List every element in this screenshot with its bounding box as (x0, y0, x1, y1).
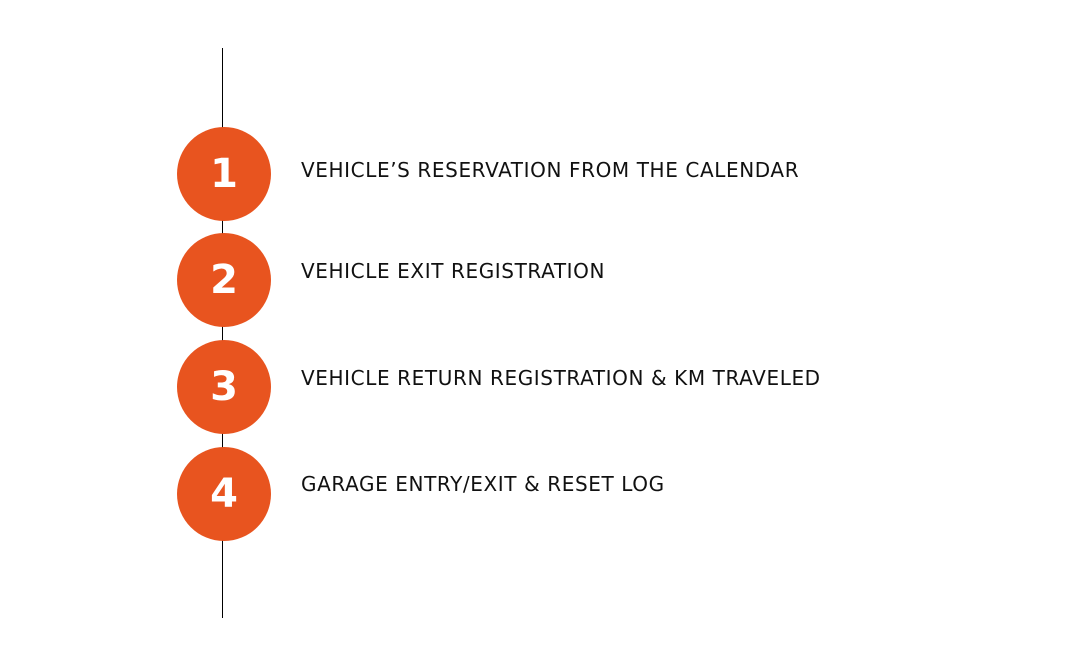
step-number-badge: 1 (177, 127, 271, 221)
step-number-badge: 4 (177, 447, 271, 541)
step-number-badge: 3 (177, 340, 271, 434)
process-step-1: 1 VEHICLE’S RESERVATION FROM THE CALENDA… (177, 127, 977, 221)
step-label: VEHICLE EXIT REGISTRATION (301, 259, 606, 283)
step-label: VEHICLE RETURN REGISTRATION & KM TRAVELE… (301, 366, 821, 390)
step-number-badge: 2 (177, 233, 271, 327)
step-label: GARAGE ENTRY/EXIT & RESET LOG (301, 472, 665, 496)
process-step-2: 2 VEHICLE EXIT REGISTRATION (177, 233, 977, 327)
timeline-line (222, 48, 223, 618)
process-step-3: 3 VEHICLE RETURN REGISTRATION & KM TRAVE… (177, 340, 977, 434)
step-label: VEHICLE’S RESERVATION FROM THE CALENDAR (301, 158, 800, 182)
process-step-4: 4 GARAGE ENTRY/EXIT & RESET LOG (177, 447, 977, 541)
